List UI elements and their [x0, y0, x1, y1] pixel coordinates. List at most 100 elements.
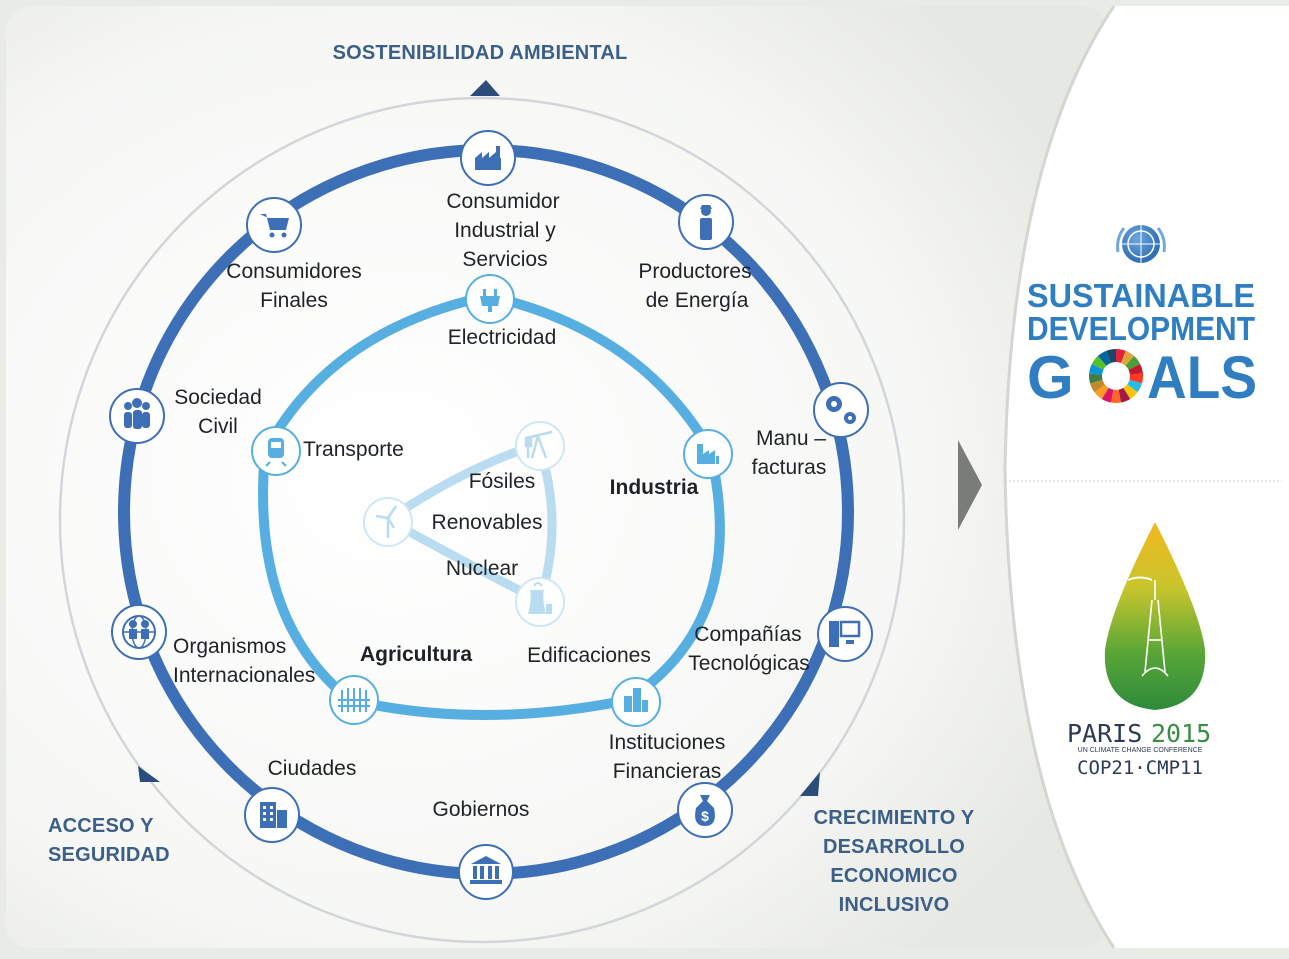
- people-group-icon: [124, 398, 150, 429]
- worker-icon: [700, 205, 712, 240]
- wind-turbine-icon: [375, 505, 398, 538]
- city-building-icon: [260, 802, 287, 828]
- sdg-wheel-segment: [1127, 379, 1142, 393]
- label-manufacturas-2: facturas: [752, 456, 827, 479]
- axis-title-left-2: SEGURIDAD: [48, 844, 170, 866]
- sdg-wheel-segment: [1101, 387, 1114, 403]
- node-instituciones-financieras: $: [677, 782, 733, 838]
- node-companias-tecnologicas: [817, 606, 873, 662]
- node-renovables: [363, 497, 413, 547]
- node-edificaciones: [611, 677, 661, 727]
- sdg-wheel-segment: [1121, 350, 1135, 366]
- cop-event: COP21·CMP11: [1077, 757, 1203, 779]
- label-consumidores-2: Finales: [260, 289, 328, 312]
- oil-pump-icon: [524, 430, 553, 459]
- node-nuclear: [515, 577, 565, 627]
- axis-title-top: SOSTENIBILIDAD AMBIENTAL: [333, 42, 628, 64]
- node-electricidad: [465, 274, 515, 324]
- panel-edge: [1003, 5, 1116, 949]
- gears-icon: [826, 396, 856, 424]
- eiffel-tower-icon: [1141, 580, 1169, 677]
- node-manufacturas: [813, 382, 869, 438]
- label-sociedad-1: Sociedad: [174, 386, 262, 409]
- inner-ring: [383, 439, 557, 606]
- label-renovables: Renovables: [432, 511, 543, 534]
- axis-title-right-3: ECONOMICO: [830, 865, 957, 887]
- axis-title-right-4: INCLUSIVO: [839, 894, 950, 916]
- train-icon: [265, 438, 287, 467]
- sdg-wheel-segment: [1116, 349, 1126, 363]
- cop-year: 2015: [1151, 719, 1211, 748]
- label-manufacturas-1: Manu –: [756, 427, 826, 450]
- node-transporte: [251, 426, 301, 476]
- label-ciudades: Ciudades: [268, 757, 357, 780]
- label-consumidor-2: Industrial y: [454, 219, 556, 242]
- label-productores-2: de Energía: [646, 289, 749, 312]
- axis-title-left-1: ACCESO Y: [48, 815, 154, 837]
- sdg-wheel-segment: [1129, 373, 1143, 384]
- label-agricultura: Agricultura: [360, 643, 472, 666]
- sdg-wheel-segment: [1090, 379, 1105, 393]
- label-consumidor-1: Consumidor: [446, 190, 559, 213]
- cop-subtitle: UN CLIMATE CHANGE CONFERENCE: [1078, 747, 1203, 754]
- sdg-line-3-g: G: [1027, 344, 1074, 411]
- node-consumidores-finales: [246, 197, 302, 253]
- computer-icon: [829, 620, 861, 647]
- label-fosiles: Fósiles: [469, 470, 536, 493]
- sdg-line-2: DEVELOPMENT: [1027, 310, 1255, 347]
- label-productores-1: Productores: [638, 260, 751, 283]
- node-consumidor-industrial: [460, 130, 516, 186]
- cop-paris: PARIS: [1067, 719, 1142, 748]
- money-bag-icon: $: [695, 795, 715, 826]
- sdg-wheel-segment: [1118, 387, 1131, 403]
- shopping-cart-icon: [260, 214, 289, 238]
- label-organismos-1: Organismos: [173, 635, 286, 658]
- label-electricidad: Electricidad: [448, 326, 557, 349]
- sdg-wheel-segment: [1125, 356, 1141, 370]
- axis-title-right-2: DESARROLLO: [823, 836, 965, 858]
- divider-arrow: [958, 440, 982, 530]
- svg-text:$: $: [701, 808, 709, 824]
- axis-marker-top: [470, 80, 500, 96]
- outer-guide-circle: [58, 96, 906, 944]
- sdg-line-1: SUSTAINABLE: [1027, 277, 1255, 314]
- sdg-wheel-segment: [1094, 384, 1109, 399]
- globe-people-icon: [122, 615, 156, 649]
- label-sociedad-2: Civil: [198, 415, 238, 438]
- cop21-leaf-logo: [1104, 522, 1206, 710]
- label-nuclear: Nuclear: [446, 557, 518, 580]
- node-gobiernos: [458, 844, 514, 900]
- axis-marker-left: [138, 766, 160, 782]
- node-ciudades: [244, 787, 300, 843]
- government-building-icon: [470, 856, 502, 884]
- node-fosiles: [515, 421, 565, 471]
- axis-marker-right: [800, 772, 820, 796]
- label-companias-2: Tecnológicas: [688, 652, 809, 675]
- label-instituciones-1: Instituciones: [609, 731, 726, 754]
- factory-icon: [475, 146, 501, 170]
- label-instituciones-2: Financieras: [613, 760, 722, 783]
- sdg-color-wheel-icon: [1089, 349, 1143, 403]
- sdg-wheel-segment: [1123, 384, 1138, 399]
- label-gobiernos: Gobiernos: [433, 798, 530, 821]
- node-agricultura: [329, 675, 379, 725]
- nuclear-plant-icon: [528, 582, 552, 614]
- sdg-wheel-segment: [1089, 373, 1103, 384]
- label-industria: Industria: [610, 476, 699, 499]
- sdg-wheel-segment: [1111, 389, 1121, 403]
- label-transporte: Transporte: [303, 438, 404, 461]
- label-edificaciones: Edificaciones: [527, 644, 651, 667]
- middle-ring: [258, 291, 725, 720]
- label-companias-1: Compañías: [694, 623, 801, 646]
- node-productores-energia: [678, 194, 734, 250]
- label-consumidores-1: Consumidores: [226, 260, 361, 283]
- sdg-wheel-segment: [1089, 363, 1104, 375]
- sdg-wheel-segment: [1106, 349, 1116, 363]
- sdg-wheel-segment: [1091, 356, 1107, 370]
- sdg-wheel-segment: [1128, 363, 1143, 375]
- label-consumidor-3: Servicios: [462, 248, 547, 271]
- buildings-icon: [624, 688, 648, 712]
- sdg-wheel-segment: [1097, 350, 1111, 366]
